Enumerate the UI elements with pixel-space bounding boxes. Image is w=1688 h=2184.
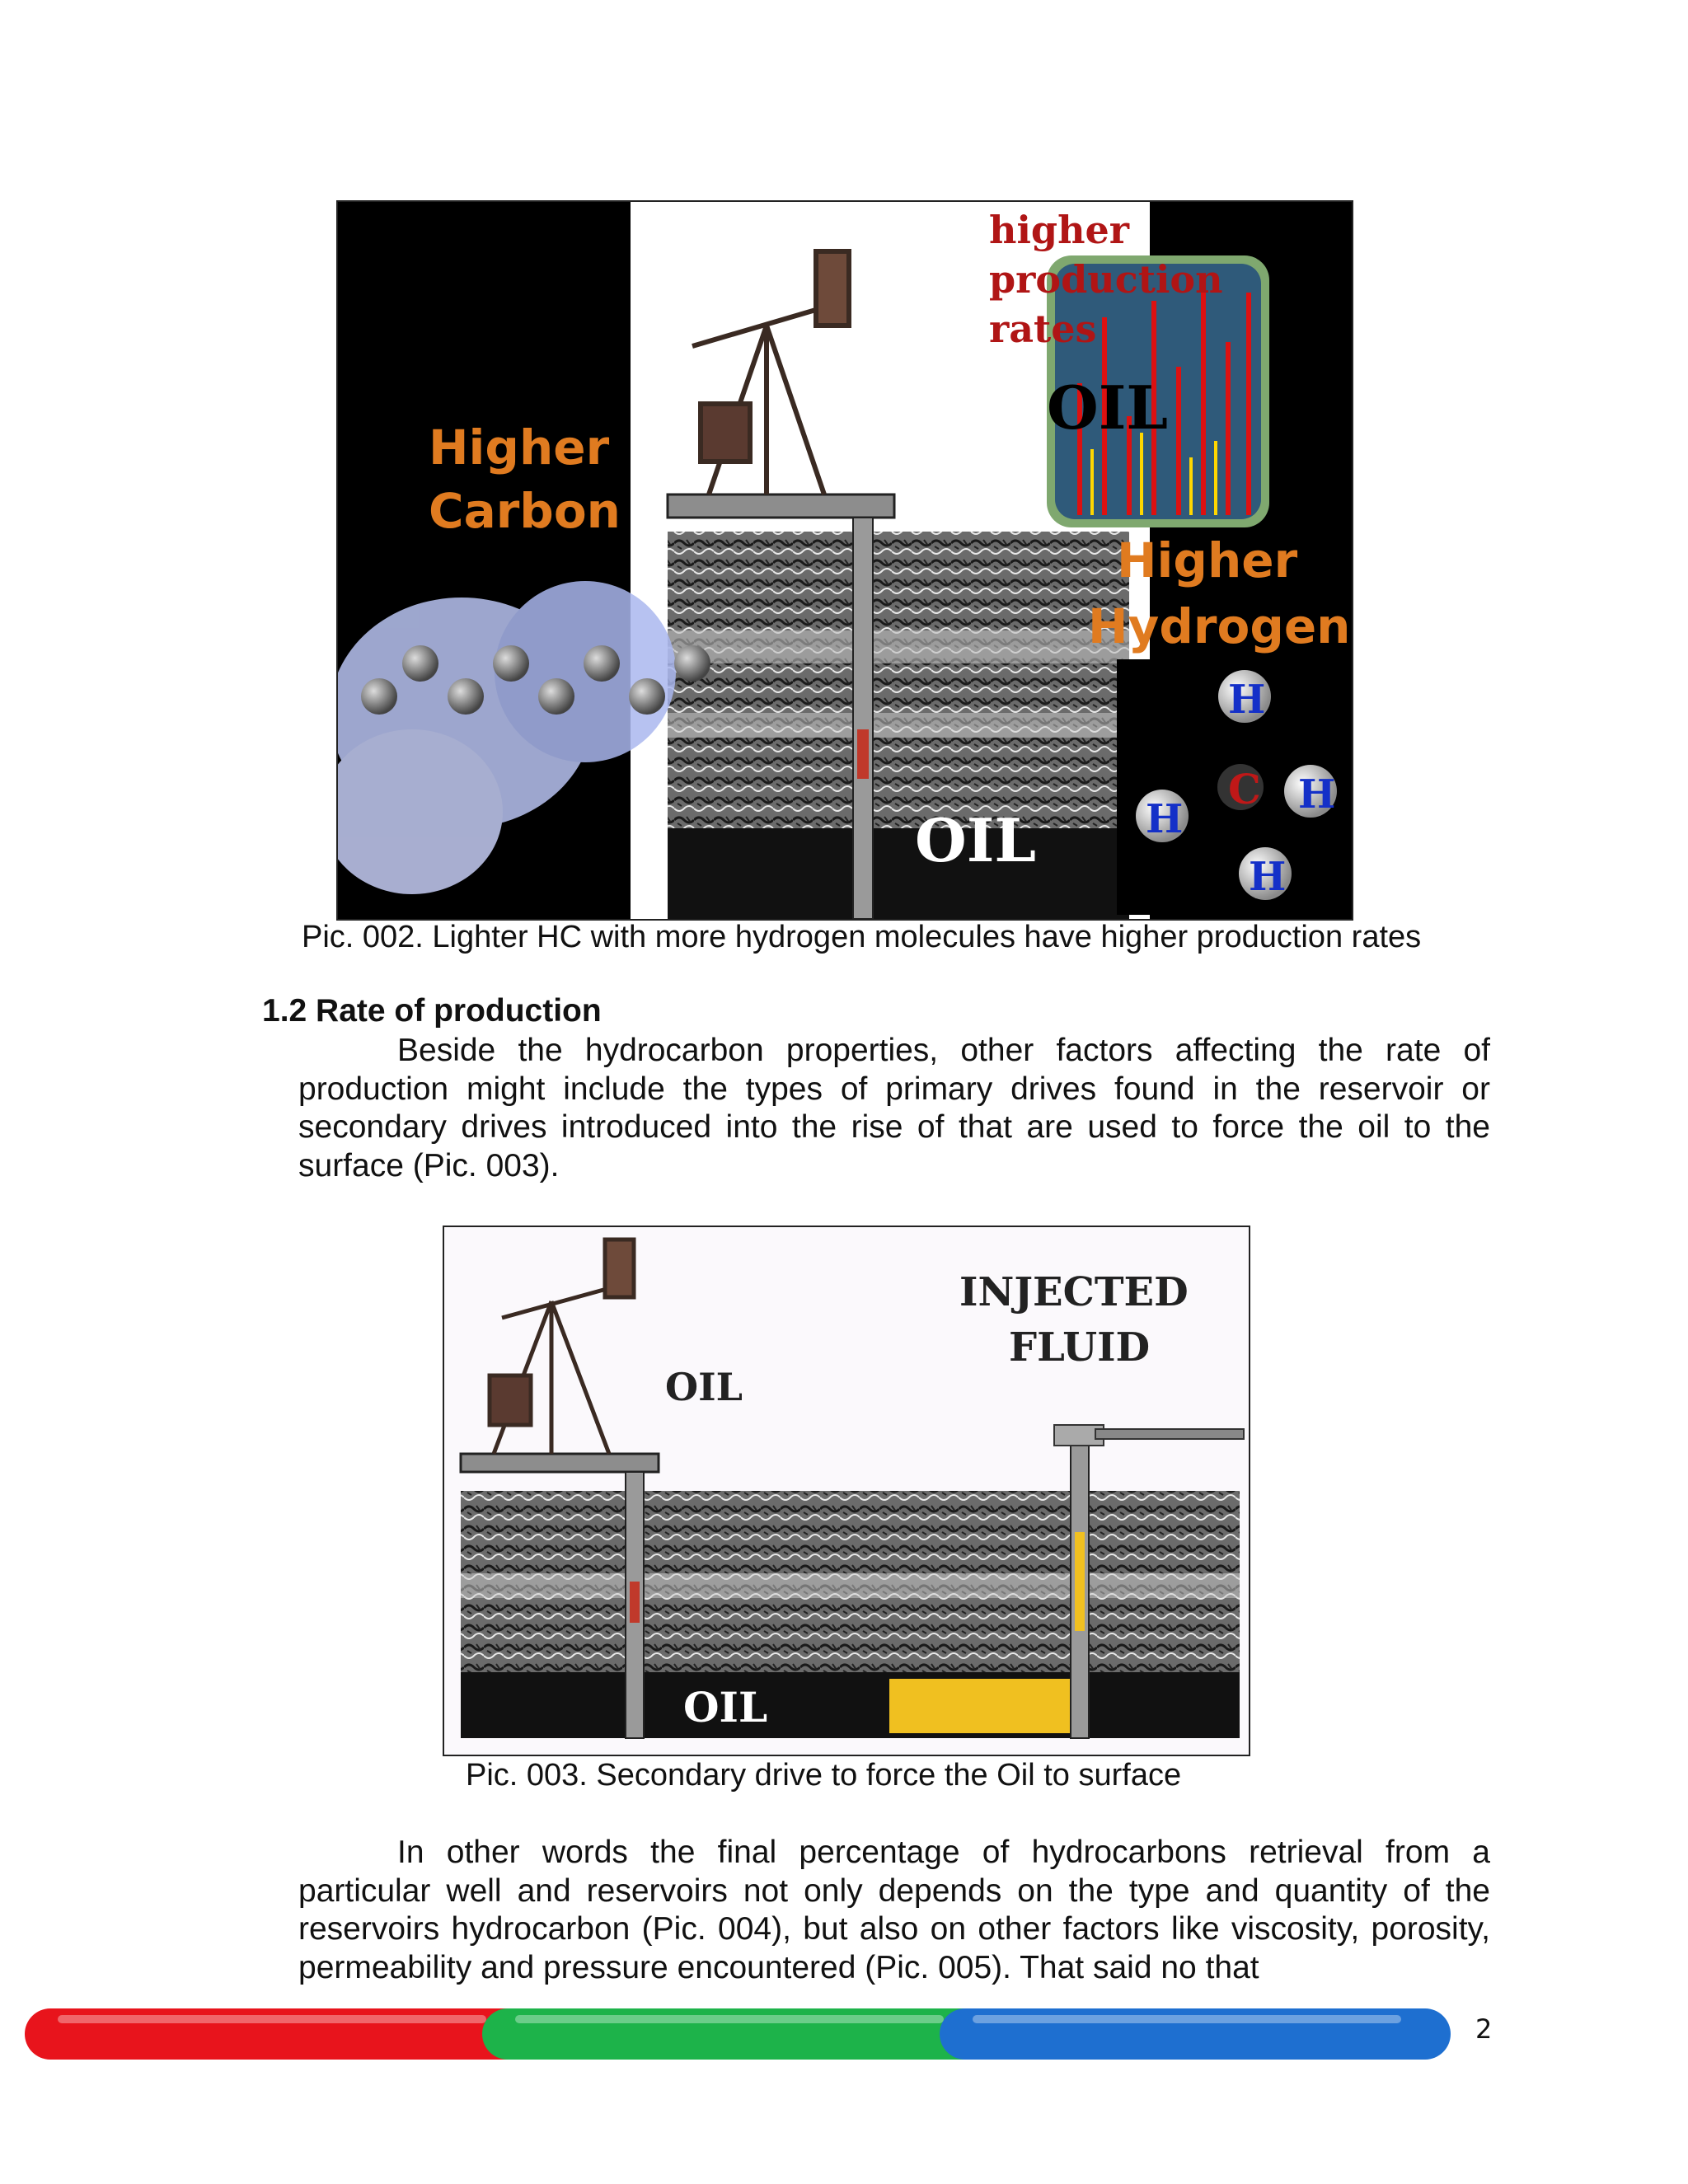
figure-pic-003-illustration: INJECTED FLUID OIL OIL — [444, 1227, 1249, 1755]
oil-layer — [461, 1672, 1240, 1738]
oil-label-bottom: OIL — [683, 1683, 767, 1732]
methane-h-right: H — [1298, 771, 1335, 818]
methane-c: C — [1228, 765, 1261, 813]
pump-jack-icon — [692, 249, 851, 495]
figure-pic-002: OIL OIL Higher Carbon Higher Hydrogen hi… — [336, 200, 1353, 921]
section-heading: 1.2 Rate of production — [262, 993, 602, 1029]
production-rates-label-line3: rates — [989, 307, 1096, 351]
footer-bar-green-highlight — [515, 2015, 944, 2023]
methane-h-top: H — [1228, 677, 1265, 723]
methane-molecule — [1117, 659, 1348, 915]
injection-pipe — [1095, 1428, 1245, 1440]
figure-pic-003-caption: Pic. 003. Secondary drive to force the O… — [466, 1758, 1182, 1793]
footer-bar-red-highlight — [58, 2015, 486, 2023]
page-number: 2 — [1475, 2013, 1493, 2045]
production-chart-thumbnail — [1047, 255, 1269, 527]
footer-bar-blue-highlight — [973, 2015, 1401, 2023]
injected-fluid-zone — [889, 1679, 1075, 1733]
injected-fluid-label-line2: FLUID — [1009, 1324, 1150, 1371]
body-paragraph: In other words the final percentage of h… — [298, 1835, 1490, 1985]
footer-color-bars — [25, 2008, 1451, 2060]
figure-pic-002-illustration: OIL OIL Higher Carbon Higher Hydrogen hi… — [338, 202, 1352, 919]
figure-pic-002-caption: Pic. 002. Lighter HC with more hydrogen … — [302, 920, 1422, 954]
injected-fluid-label-line1: INJECTED — [959, 1269, 1189, 1315]
production-rates-label-line2: production — [989, 257, 1223, 302]
footer-bar-green — [482, 2008, 993, 2060]
higher-hydrogen-label-line1: Higher — [1117, 532, 1298, 588]
production-rates-label-line1: higher — [989, 208, 1130, 252]
higher-carbon-label-line2: Carbon — [429, 483, 621, 539]
carbon-atoms — [361, 645, 710, 715]
methane-h-bottom: H — [1249, 854, 1286, 900]
oil-label-bottom: OIL — [915, 805, 1036, 875]
higher-carbon-label-line1: Higher — [429, 419, 610, 476]
higher-hydrogen-label-line2: Hydrogen — [1088, 598, 1350, 654]
footer-bar-red — [25, 2008, 536, 2060]
oil-layer — [668, 828, 1129, 919]
pump-jack-icon — [487, 1237, 636, 1455]
footer-bar-blue — [940, 2008, 1451, 2060]
figure-pic-003: INJECTED FLUID OIL OIL — [443, 1226, 1250, 1756]
oil-label-top: OIL — [665, 1365, 743, 1409]
methane-h-left: H — [1146, 796, 1183, 842]
section-paragraph: Beside the hydrocarbon properties, other… — [298, 1033, 1490, 1183]
well-pipe — [852, 517, 874, 919]
oil-label-top: OIL — [1047, 373, 1168, 443]
